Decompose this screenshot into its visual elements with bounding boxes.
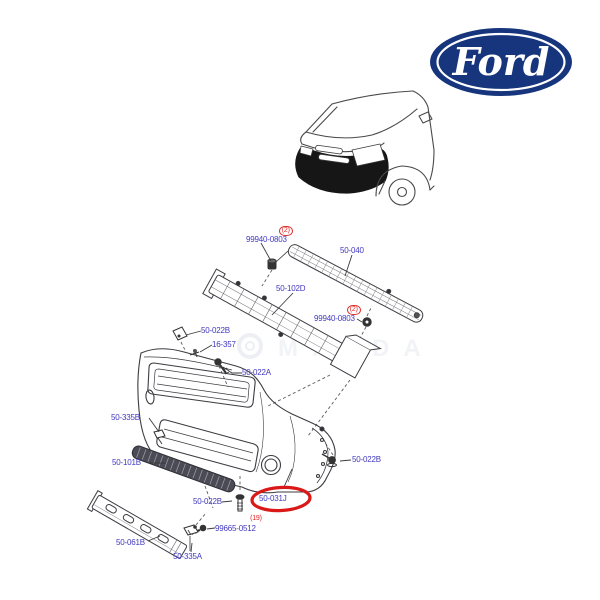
part-label-bolt-upper[interactable]: 50-022A: [242, 368, 271, 377]
bolt-50-022b-side: [321, 453, 337, 468]
bumper-cover-50-031j: [137, 348, 336, 494]
qty-badge: (2): [278, 226, 293, 236]
part-label-bolt-lower[interactable]: 50-022B: [193, 497, 222, 506]
leader-lines: [147, 242, 363, 553]
energy-absorber-50-102d: [202, 268, 382, 379]
part-label-clip-left[interactable]: 50-335B: [111, 413, 140, 422]
bolt-50-022b-lower: [235, 494, 245, 512]
lower-grille-mesh-50-101b: [131, 445, 236, 493]
part-label-clip-lower[interactable]: 50-335A: [173, 552, 202, 561]
impact-bar-50-061b: [86, 490, 188, 559]
bolt-50-022a: [214, 358, 230, 375]
part-label-bolt-side[interactable]: 50-022B: [352, 455, 381, 464]
part-label-bumper-cover-selected[interactable]: 50-031J: [259, 494, 287, 503]
reinforcement-bar-50-040: [287, 244, 424, 323]
clip-50-335b: [153, 429, 166, 445]
ford-logo-text: Ford: [452, 39, 550, 84]
part-label-nut-99940-right[interactable]: (2) 99940-0803: [314, 305, 361, 323]
fasteners: [153, 250, 372, 551]
part-label-reinforcement-bar[interactable]: 50-040: [340, 246, 364, 255]
bracket-50-022b-upper: [172, 326, 188, 341]
ford-logo: Ford: [427, 25, 575, 99]
bracket-50-335a: [183, 524, 199, 551]
clip-16-357: [189, 348, 200, 358]
vehicle-sketch: [295, 90, 435, 206]
part-label-screw-lower[interactable]: (19) 99665-0512: [215, 515, 262, 533]
nut-99940-right: [362, 317, 372, 327]
ford-logo-oval: [430, 28, 572, 96]
part-label-bracket-upper[interactable]: 50-022B: [201, 326, 230, 335]
nut-99940-top: [267, 250, 289, 270]
part-label-grille-lower[interactable]: 50-101B: [112, 458, 141, 467]
part-label-bolt-99940-top[interactable]: (2) 99940-0803: [246, 226, 293, 244]
qty-badge: (2): [346, 305, 361, 315]
highlight-ellipse: [250, 485, 312, 513]
part-label-absorber[interactable]: 50-102D: [276, 284, 306, 293]
part-label-clip-retainer[interactable]: 16-357: [212, 340, 236, 349]
part-label-impact-bar-lower[interactable]: 50-061B: [116, 538, 145, 547]
qty-badge: (19): [250, 515, 262, 522]
